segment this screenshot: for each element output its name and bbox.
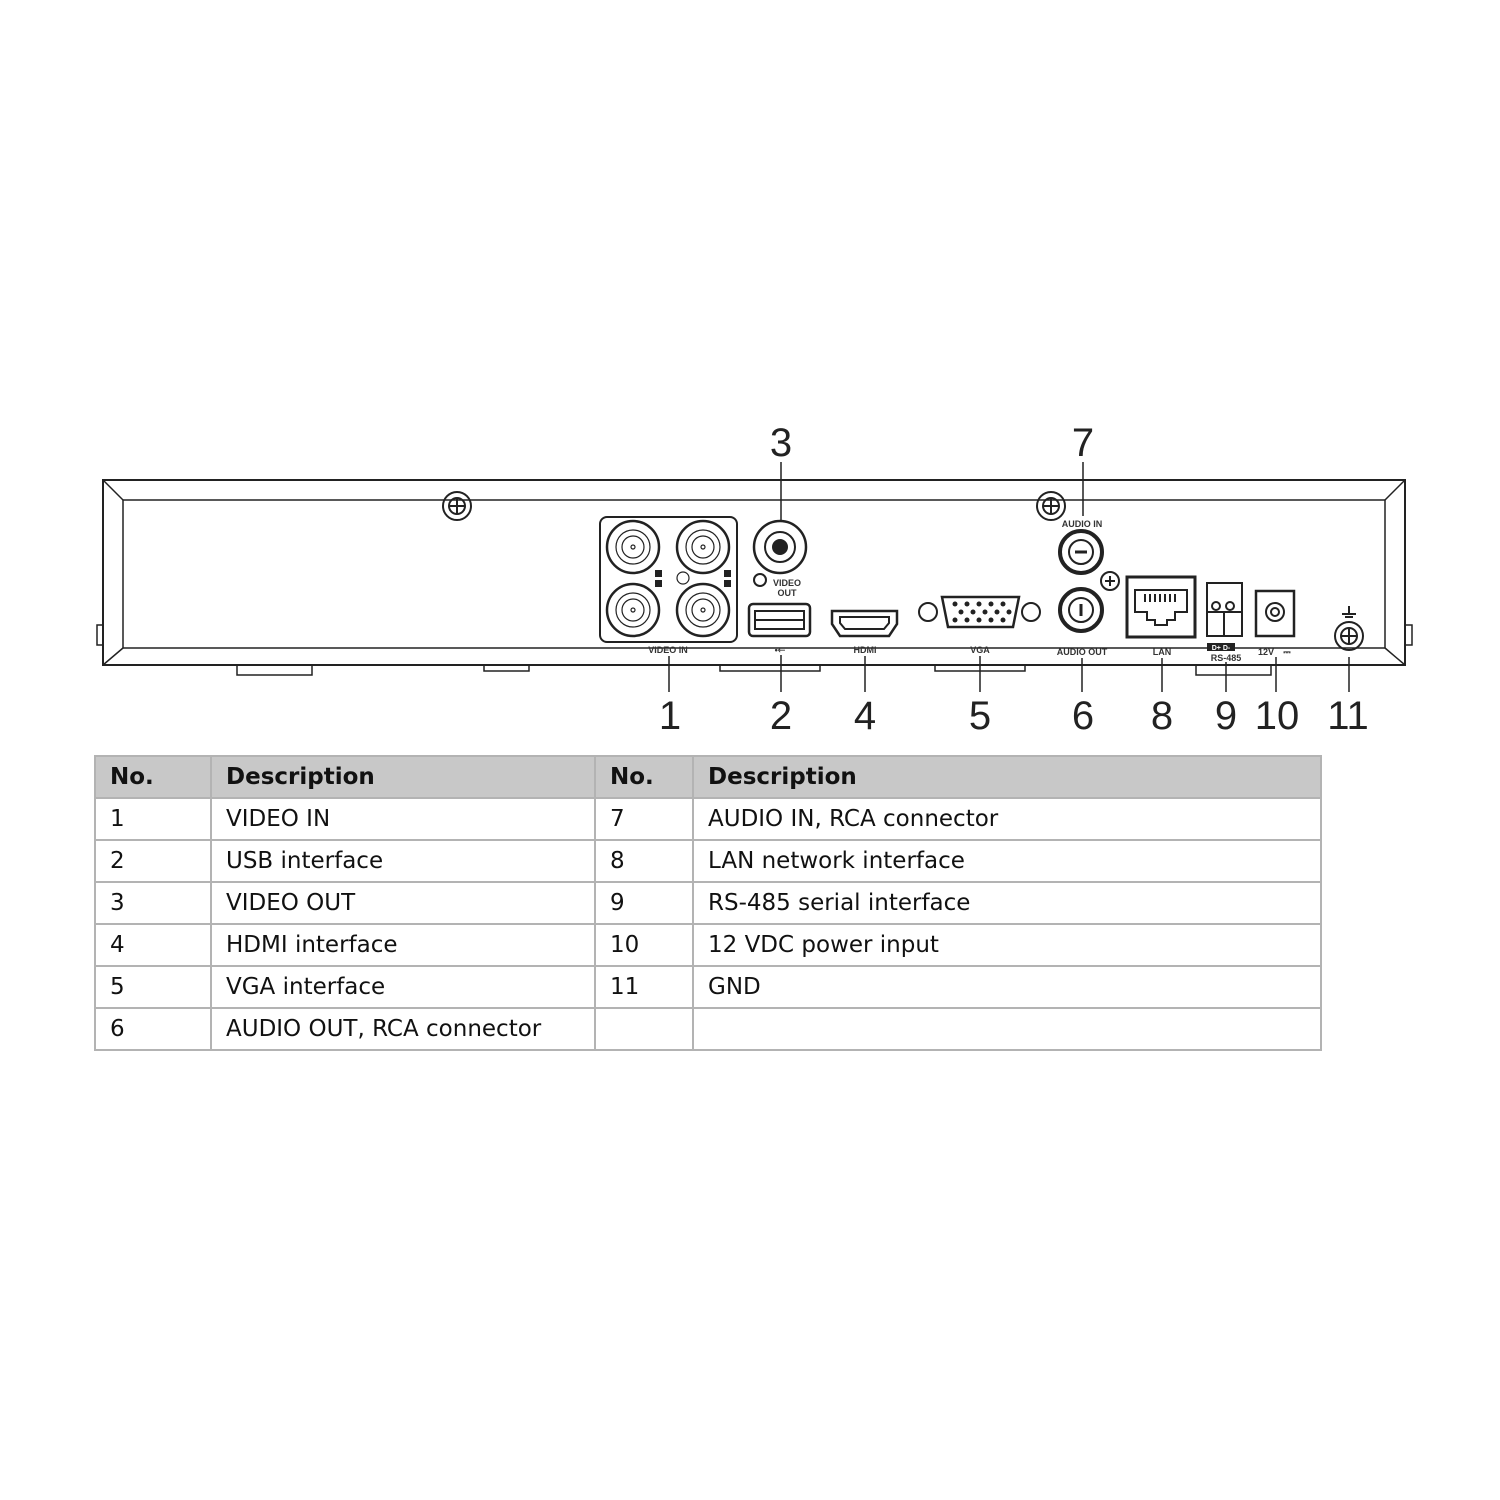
cell: 9 — [594, 881, 694, 925]
audio-in-rca — [1058, 529, 1104, 575]
cell: 11 — [594, 965, 694, 1009]
usb-port — [747, 602, 812, 638]
ground-screw — [1334, 606, 1364, 651]
cell — [594, 1007, 694, 1051]
cell: GND — [692, 965, 1322, 1009]
cell: 6 — [94, 1007, 212, 1051]
audio-out-rca — [1058, 587, 1104, 633]
usb-icon: •⇽ — [775, 645, 786, 655]
cell: 3 — [94, 881, 212, 925]
rear-panel-diagram: VIDEO IN VIDEO OUT •⇽ HDMI VGA AUDIO IN … — [96, 421, 1413, 738]
cell — [692, 1007, 1322, 1051]
cell: 1 — [94, 797, 212, 841]
audio-out-label: AUDIO OUT — [1057, 647, 1108, 657]
lan-port — [1125, 575, 1197, 639]
table-header: No. Description No. Description — [94, 755, 1322, 799]
cell: VIDEO IN — [210, 797, 596, 841]
video-out-label-2: OUT — [778, 588, 798, 598]
rs485-terminal — [1206, 582, 1243, 637]
rs485-pins-label: D+ D- — [1212, 645, 1231, 652]
callout-2: 2 — [770, 694, 792, 738]
hdmi-label: HDMI — [854, 645, 877, 655]
callout-1: 1 — [659, 694, 681, 738]
header-description: Description — [210, 755, 596, 799]
lan-label: LAN — [1153, 647, 1172, 657]
cell: 8 — [594, 839, 694, 883]
screw-icon — [1100, 571, 1120, 591]
callout-5: 5 — [969, 694, 991, 738]
audio-in-label: AUDIO IN — [1062, 519, 1103, 529]
cell: 4 — [94, 923, 212, 967]
cell: VIDEO OUT — [210, 881, 596, 925]
cell: LAN network interface — [692, 839, 1322, 883]
power-label: 12V — [1258, 647, 1274, 657]
hdmi-port — [830, 609, 899, 638]
cell: 12 VDC power input — [692, 923, 1322, 967]
cell: AUDIO OUT, RCA connector — [210, 1007, 596, 1051]
video-out-bnc — [752, 519, 808, 587]
screw-icon — [442, 491, 472, 521]
header-no: No. — [94, 755, 212, 799]
header-no: No. — [594, 755, 694, 799]
dc-icon: ⎓ — [1283, 647, 1291, 657]
callout-11: 11 — [1327, 694, 1369, 738]
callout-10: 10 — [1255, 694, 1300, 738]
callout-9: 9 — [1215, 694, 1237, 738]
cell: 5 — [94, 965, 212, 1009]
callout-6: 6 — [1072, 694, 1094, 738]
vga-port — [918, 595, 1041, 629]
video-in-bnc-group — [599, 516, 738, 643]
video-in-label: VIDEO IN — [648, 645, 688, 655]
cell: 2 — [94, 839, 212, 883]
cell: USB interface — [210, 839, 596, 883]
power-jack — [1254, 589, 1296, 638]
screw-icon — [1036, 491, 1066, 521]
cell: AUDIO IN, RCA connector — [692, 797, 1322, 841]
header-description: Description — [692, 755, 1322, 799]
rs485-label: RS-485 — [1211, 653, 1242, 663]
cell: RS-485 serial interface — [692, 881, 1322, 925]
vga-label: VGA — [970, 645, 990, 655]
callout-4: 4 — [854, 694, 876, 738]
cell: 10 — [594, 923, 694, 967]
callout-3: 3 — [770, 421, 792, 465]
callout-8: 8 — [1151, 694, 1173, 738]
cell: 7 — [594, 797, 694, 841]
callout-7: 7 — [1072, 421, 1094, 465]
video-out-label: VIDEO — [773, 578, 801, 588]
cell: VGA interface — [210, 965, 596, 1009]
cell: HDMI interface — [210, 923, 596, 967]
